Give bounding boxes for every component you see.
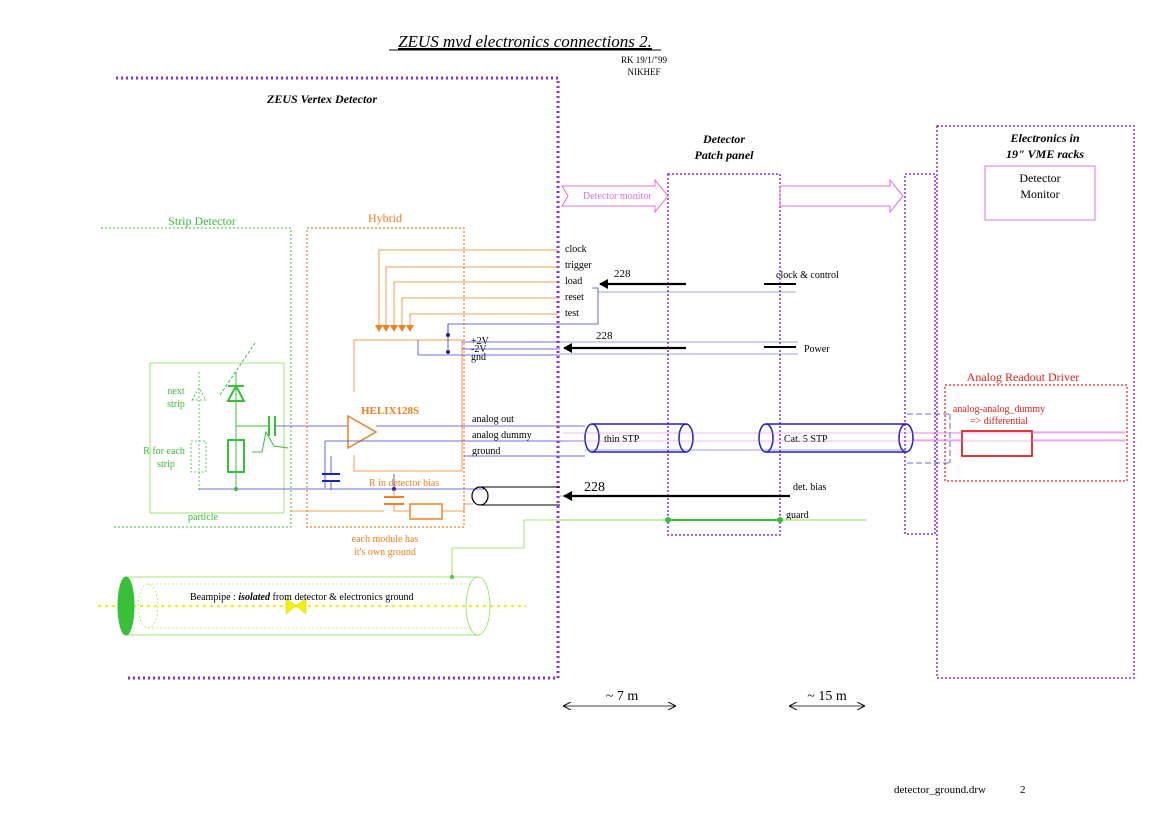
det-bias-label: det. bias <box>793 482 826 493</box>
signal-ground: ground <box>472 446 500 457</box>
ctrl-fan-test <box>406 313 558 332</box>
next-strip-label-1: next <box>167 386 184 397</box>
cat5-right <box>898 423 914 453</box>
dummy-diff-label-2: => differential <box>970 416 1028 427</box>
signal-test: test <box>565 308 579 319</box>
power-count: 228 <box>596 330 613 342</box>
r-detector-bias-label: R in detector bias <box>369 478 439 489</box>
particle-track <box>219 342 256 396</box>
vme-label-1: Electronics in <box>1009 131 1079 145</box>
hybrid-label: Hybrid <box>368 211 402 225</box>
vme-rack-box <box>936 125 1135 679</box>
bias-resistor-lead-2 <box>393 504 410 512</box>
helix-amplifier-icon <box>347 414 378 450</box>
differential-receiver <box>961 430 1033 457</box>
beampipe-inner <box>148 583 470 629</box>
helix-chip-outline <box>353 339 463 472</box>
patch-panel-label-2: Patch panel <box>695 148 755 162</box>
strip-detector-label: Strip Detector <box>168 214 236 228</box>
bias-coax-end <box>471 486 489 506</box>
footer-filename: detector_ground.drw <box>894 784 986 796</box>
page-title: ZEUS mvd electronics connections 2. <box>398 32 652 51</box>
guard-node-2 <box>777 517 783 523</box>
next-strip-label-2: strip <box>167 399 185 410</box>
ctrl-fan-clock <box>375 249 558 332</box>
thin-stp-left <box>584 423 600 453</box>
ctrl-fan-load <box>390 281 558 332</box>
helix-chip-label: HELIX128S <box>361 405 419 417</box>
beampipe-ground-link <box>451 519 558 577</box>
guard-label: guard <box>786 510 809 521</box>
strip-cell-box <box>149 362 285 514</box>
strip-bias-node <box>234 487 238 491</box>
ctrl-fan-reset <box>398 297 558 332</box>
neighbour-diode-icon <box>191 387 207 401</box>
interaction-point-icon <box>285 597 307 615</box>
footer-page: 2 <box>1020 784 1026 796</box>
signal-analog-dummy: analog dummy <box>472 430 532 441</box>
r-for-each-label-2: strip <box>157 459 175 470</box>
strip-resistor <box>227 439 245 473</box>
signal-load: load <box>565 276 582 287</box>
signal-clock: clock <box>565 244 587 255</box>
beampipe-body <box>126 576 478 636</box>
beampipe-right-end <box>465 576 491 636</box>
dummy-diff-label-1: analog-analog_dummy <box>953 404 1045 415</box>
signal-analog-out: analog out <box>472 414 514 425</box>
gnd-node-1 <box>446 333 450 337</box>
vertex-detector-boundary <box>116 76 560 680</box>
guard-to-strip <box>442 503 473 512</box>
particle-label: particle <box>188 512 219 523</box>
pulse-icon <box>252 430 289 453</box>
cat5-left <box>758 423 774 453</box>
patch-panel-box <box>667 173 781 536</box>
detector-monitor-signal: Detector monitor <box>583 191 652 202</box>
bias-resistor <box>409 503 443 520</box>
bias-count: 228 <box>584 480 605 495</box>
detector-monitor-box <box>984 165 1096 221</box>
distance-2-label: ~ 15 m <box>807 689 847 704</box>
beampipe-label: Beampipe : isolated from detector & elec… <box>190 592 414 603</box>
signal-minus2v: -2V <box>471 344 487 355</box>
signal-reset: reset <box>565 292 584 303</box>
vertex-detector-label: ZEUS Vertex Detector <box>266 92 377 106</box>
detector-monitor-label-2: Monitor <box>1020 187 1059 201</box>
module-ground-label-1: each module has <box>352 534 419 545</box>
thin-stp-right <box>678 423 694 453</box>
signal-trigger: trigger <box>565 260 592 271</box>
distance-1-label: ~ 7 m <box>606 689 639 704</box>
analog-readout-driver-label: Analog Readout Driver <box>967 370 1080 384</box>
detector-monitor-arrow-1 <box>561 178 669 214</box>
control-count: 228 <box>614 268 631 280</box>
detector-monitor-label-1: Detector <box>1019 171 1060 185</box>
beampipe-left-end <box>117 576 135 636</box>
signal-gnd: gnd <box>471 352 486 363</box>
ctrl-fan-trigger <box>382 266 558 332</box>
clock-control-label: clock & control <box>776 270 839 281</box>
thin-stp-cable <box>592 423 686 453</box>
cat5-cable <box>766 423 906 453</box>
institute: NIKHEF <box>628 67 661 77</box>
r-for-each-label-1: R for each <box>143 446 185 457</box>
thin-stp-label: thin STP <box>604 434 640 445</box>
neighbour-resistor <box>190 440 207 473</box>
patch-panel-label-1: Detector <box>702 132 745 146</box>
guard-node-1 <box>665 517 671 523</box>
vme-label-2: 19" VME racks <box>1006 147 1084 161</box>
module-ground-label-2: it's own ground <box>354 547 416 558</box>
vme-interface-module <box>904 173 936 535</box>
beampipe-inner-left <box>137 583 159 629</box>
signal-plus2v: +2V <box>471 336 490 347</box>
author-date: RK 19/1/"99 <box>621 55 667 65</box>
detector-monitor-arrow-2 <box>779 178 904 214</box>
gnd-node-2 <box>446 350 450 354</box>
power-label: Power <box>804 344 830 355</box>
cat5-label: Cat. 5 STP <box>784 434 828 445</box>
strip-detector-boundary <box>101 227 292 528</box>
